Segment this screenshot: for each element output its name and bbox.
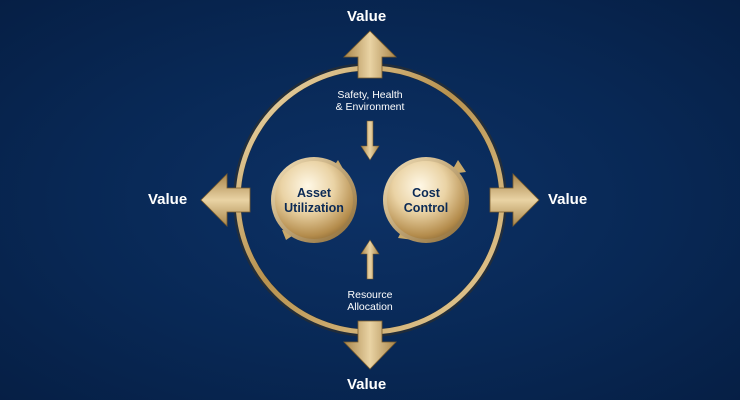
value-arrow-up [343, 30, 397, 79]
value-arrow-left [200, 173, 251, 227]
value-arrow-right [489, 173, 540, 227]
value-label-right: Value [548, 191, 588, 208]
cost-control-label: Cost Control [403, 186, 449, 215]
value-label-left: Value [148, 191, 188, 208]
value-label-top: Value [347, 8, 387, 25]
input-arrow-down [360, 120, 380, 161]
input-arrow-up [360, 239, 380, 280]
value-label-bottom: Value [347, 376, 387, 393]
asset-utilization-label: Asset Utilization [284, 186, 344, 215]
cost-control-node [383, 157, 469, 243]
resource-allocation-label: Resource Allocation [347, 289, 393, 313]
value-arrow-down [343, 320, 397, 370]
safety-health-environment-label: Safety, Health & Environment [335, 89, 405, 113]
asset-utilization-node [271, 157, 357, 243]
